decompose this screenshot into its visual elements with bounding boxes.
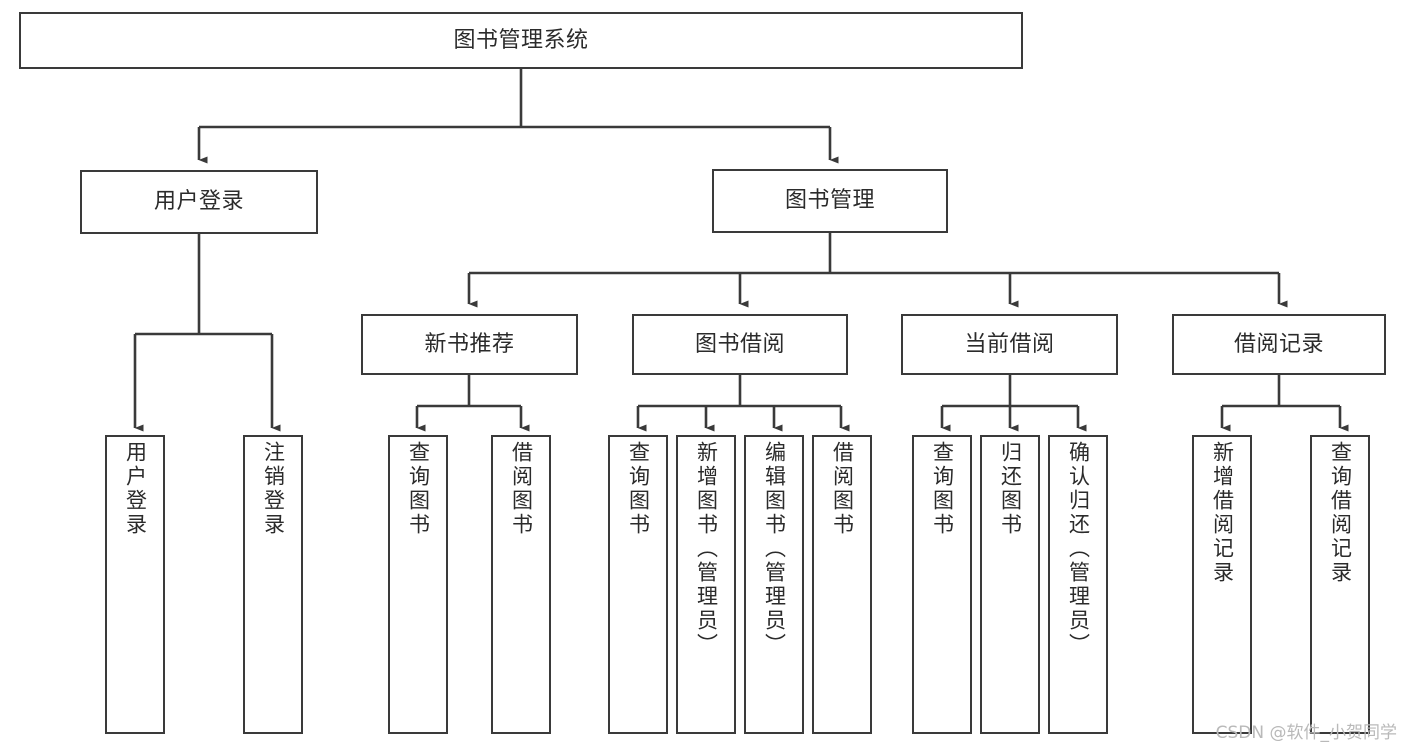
- node-current-borrow-label: 当前借阅: [964, 331, 1055, 357]
- node-book-management[interactable]: 图书管理: [712, 169, 948, 233]
- node-leaf-borrow-book-label: 借阅图书: [830, 441, 855, 537]
- node-user-login[interactable]: 用户登录: [80, 170, 318, 234]
- node-book-borrow[interactable]: 图书借阅: [632, 314, 848, 375]
- node-leaf-add-book-admin[interactable]: 新增图书（管理员）: [676, 435, 736, 734]
- node-borrow-record-label: 借阅记录: [1233, 331, 1324, 357]
- node-leaf-add-book-admin-label: 新增图书（管理员）: [694, 441, 719, 657]
- node-leaf-query-book-recommend[interactable]: 查询图书: [388, 435, 448, 734]
- watermark: CSDN @软件_小贺同学: [1215, 723, 1397, 743]
- node-leaf-user-login[interactable]: 用户登录: [105, 435, 165, 734]
- node-leaf-edit-book-admin[interactable]: 编辑图书（管理员）: [744, 435, 804, 734]
- node-new-book-recommend[interactable]: 新书推荐: [361, 314, 578, 375]
- node-leaf-logout-label: 注销登录: [261, 441, 286, 537]
- node-leaf-return-book-label: 归还图书: [998, 441, 1023, 537]
- node-leaf-edit-book-admin-label: 编辑图书（管理员）: [762, 441, 787, 657]
- node-user-login-label: 用户登录: [153, 189, 244, 215]
- node-leaf-add-borrow-record-label: 新增借阅记录: [1210, 441, 1235, 585]
- node-root[interactable]: 图书管理系统: [19, 12, 1023, 69]
- node-leaf-logout[interactable]: 注销登录: [243, 435, 303, 734]
- node-leaf-query-book-borrow[interactable]: 查询图书: [608, 435, 668, 734]
- node-book-borrow-label: 图书借阅: [694, 331, 785, 357]
- node-leaf-query-book-recommend-label: 查询图书: [406, 441, 431, 537]
- node-current-borrow[interactable]: 当前借阅: [901, 314, 1118, 375]
- node-leaf-user-login-label: 用户登录: [123, 441, 148, 537]
- node-leaf-add-borrow-record[interactable]: 新增借阅记录: [1192, 435, 1252, 734]
- node-leaf-borrow-book[interactable]: 借阅图书: [812, 435, 872, 734]
- node-leaf-confirm-return-admin[interactable]: 确认归还（管理员）: [1048, 435, 1108, 734]
- node-leaf-return-book[interactable]: 归还图书: [980, 435, 1040, 734]
- node-borrow-record[interactable]: 借阅记录: [1172, 314, 1386, 375]
- node-leaf-query-book-current-label: 查询图书: [930, 441, 955, 537]
- node-leaf-confirm-return-admin-label: 确认归还（管理员）: [1066, 441, 1091, 657]
- node-leaf-query-book-current[interactable]: 查询图书: [912, 435, 972, 734]
- node-new-book-recommend-label: 新书推荐: [424, 331, 515, 357]
- node-leaf-borrow-book-recommend[interactable]: 借阅图书: [491, 435, 551, 734]
- node-root-label: 图书管理系统: [453, 27, 589, 53]
- node-leaf-borrow-book-recommend-label: 借阅图书: [509, 441, 534, 537]
- node-leaf-query-borrow-record-label: 查询借阅记录: [1328, 441, 1353, 585]
- node-book-management-label: 图书管理: [784, 188, 875, 214]
- node-leaf-query-book-borrow-label: 查询图书: [626, 441, 651, 537]
- node-leaf-query-borrow-record[interactable]: 查询借阅记录: [1310, 435, 1370, 734]
